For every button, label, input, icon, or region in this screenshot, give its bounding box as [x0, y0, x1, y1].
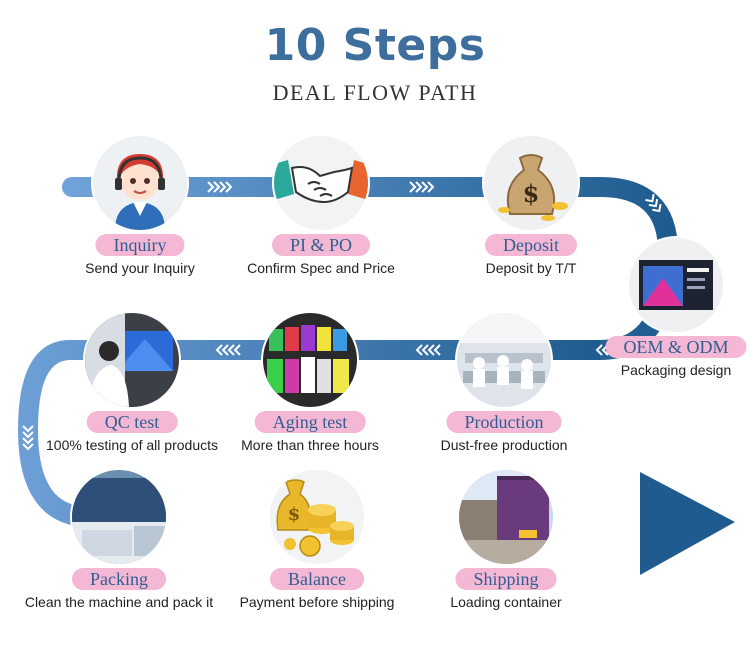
step-packing: Packing Clean the machine and pack it	[25, 470, 213, 630]
page-subtitle: DEAL FLOW PATH	[272, 80, 478, 105]
step-label: PI & PO	[271, 234, 371, 256]
step-production: Production Dust-free production	[414, 313, 594, 473]
step-qc-test: QC test 100% testing of all products	[42, 313, 222, 473]
svg-text:$: $	[523, 179, 540, 208]
customer-service-icon	[93, 136, 187, 230]
step-description: Clean the machine and pack it	[24, 594, 214, 610]
step-description: Packaging design	[620, 362, 732, 378]
step-description: Confirm Spec and Price	[247, 260, 395, 276]
page-title: 10 Steps	[264, 20, 486, 71]
step-label: Packing	[72, 568, 166, 590]
gold-coins-icon: $	[270, 470, 364, 564]
step-shipping: Shipping Loading container	[416, 470, 596, 630]
quality-check-icon	[85, 313, 179, 407]
handshake-icon	[274, 136, 368, 230]
step-label: Inquiry	[95, 234, 185, 256]
step-description: Send your Inquiry	[85, 260, 195, 276]
step-label: Balance	[270, 568, 364, 590]
arrow-head	[640, 472, 735, 575]
step-label: OEM & ODM	[605, 336, 747, 358]
step-description: 100% testing of all products	[46, 437, 218, 453]
factory-icon	[457, 313, 551, 407]
step-label: Deposit	[485, 234, 577, 256]
step-label: Production	[446, 411, 562, 433]
screens-test-icon	[263, 313, 357, 407]
step-label: Aging test	[254, 411, 366, 433]
svg-text:$: $	[288, 504, 301, 525]
step-label: QC test	[86, 411, 178, 433]
packing-box-icon	[72, 470, 166, 564]
money-bag-icon: $	[484, 136, 578, 230]
step-description: Dust-free production	[440, 437, 568, 453]
step-aging-test: Aging test More than three hours	[220, 313, 400, 473]
step-description: More than three hours	[241, 437, 379, 453]
container-truck-icon	[459, 470, 553, 564]
step-description: Payment before shipping	[239, 594, 395, 610]
step-pi-po: PI & PO Confirm Spec and Price	[231, 136, 411, 296]
step-description: Loading container	[450, 594, 562, 610]
step-oem-odm: OEM & ODM Packaging design	[586, 238, 750, 398]
step-balance: $ Balance Payment before shipping	[227, 470, 407, 630]
step-deposit: $ Deposit Deposit by T/T	[441, 136, 621, 296]
step-description: Deposit by T/T	[485, 260, 577, 276]
step-inquiry: Inquiry Send your Inquiry	[50, 136, 230, 296]
package-box-icon	[629, 238, 723, 332]
step-label: Shipping	[455, 568, 557, 590]
